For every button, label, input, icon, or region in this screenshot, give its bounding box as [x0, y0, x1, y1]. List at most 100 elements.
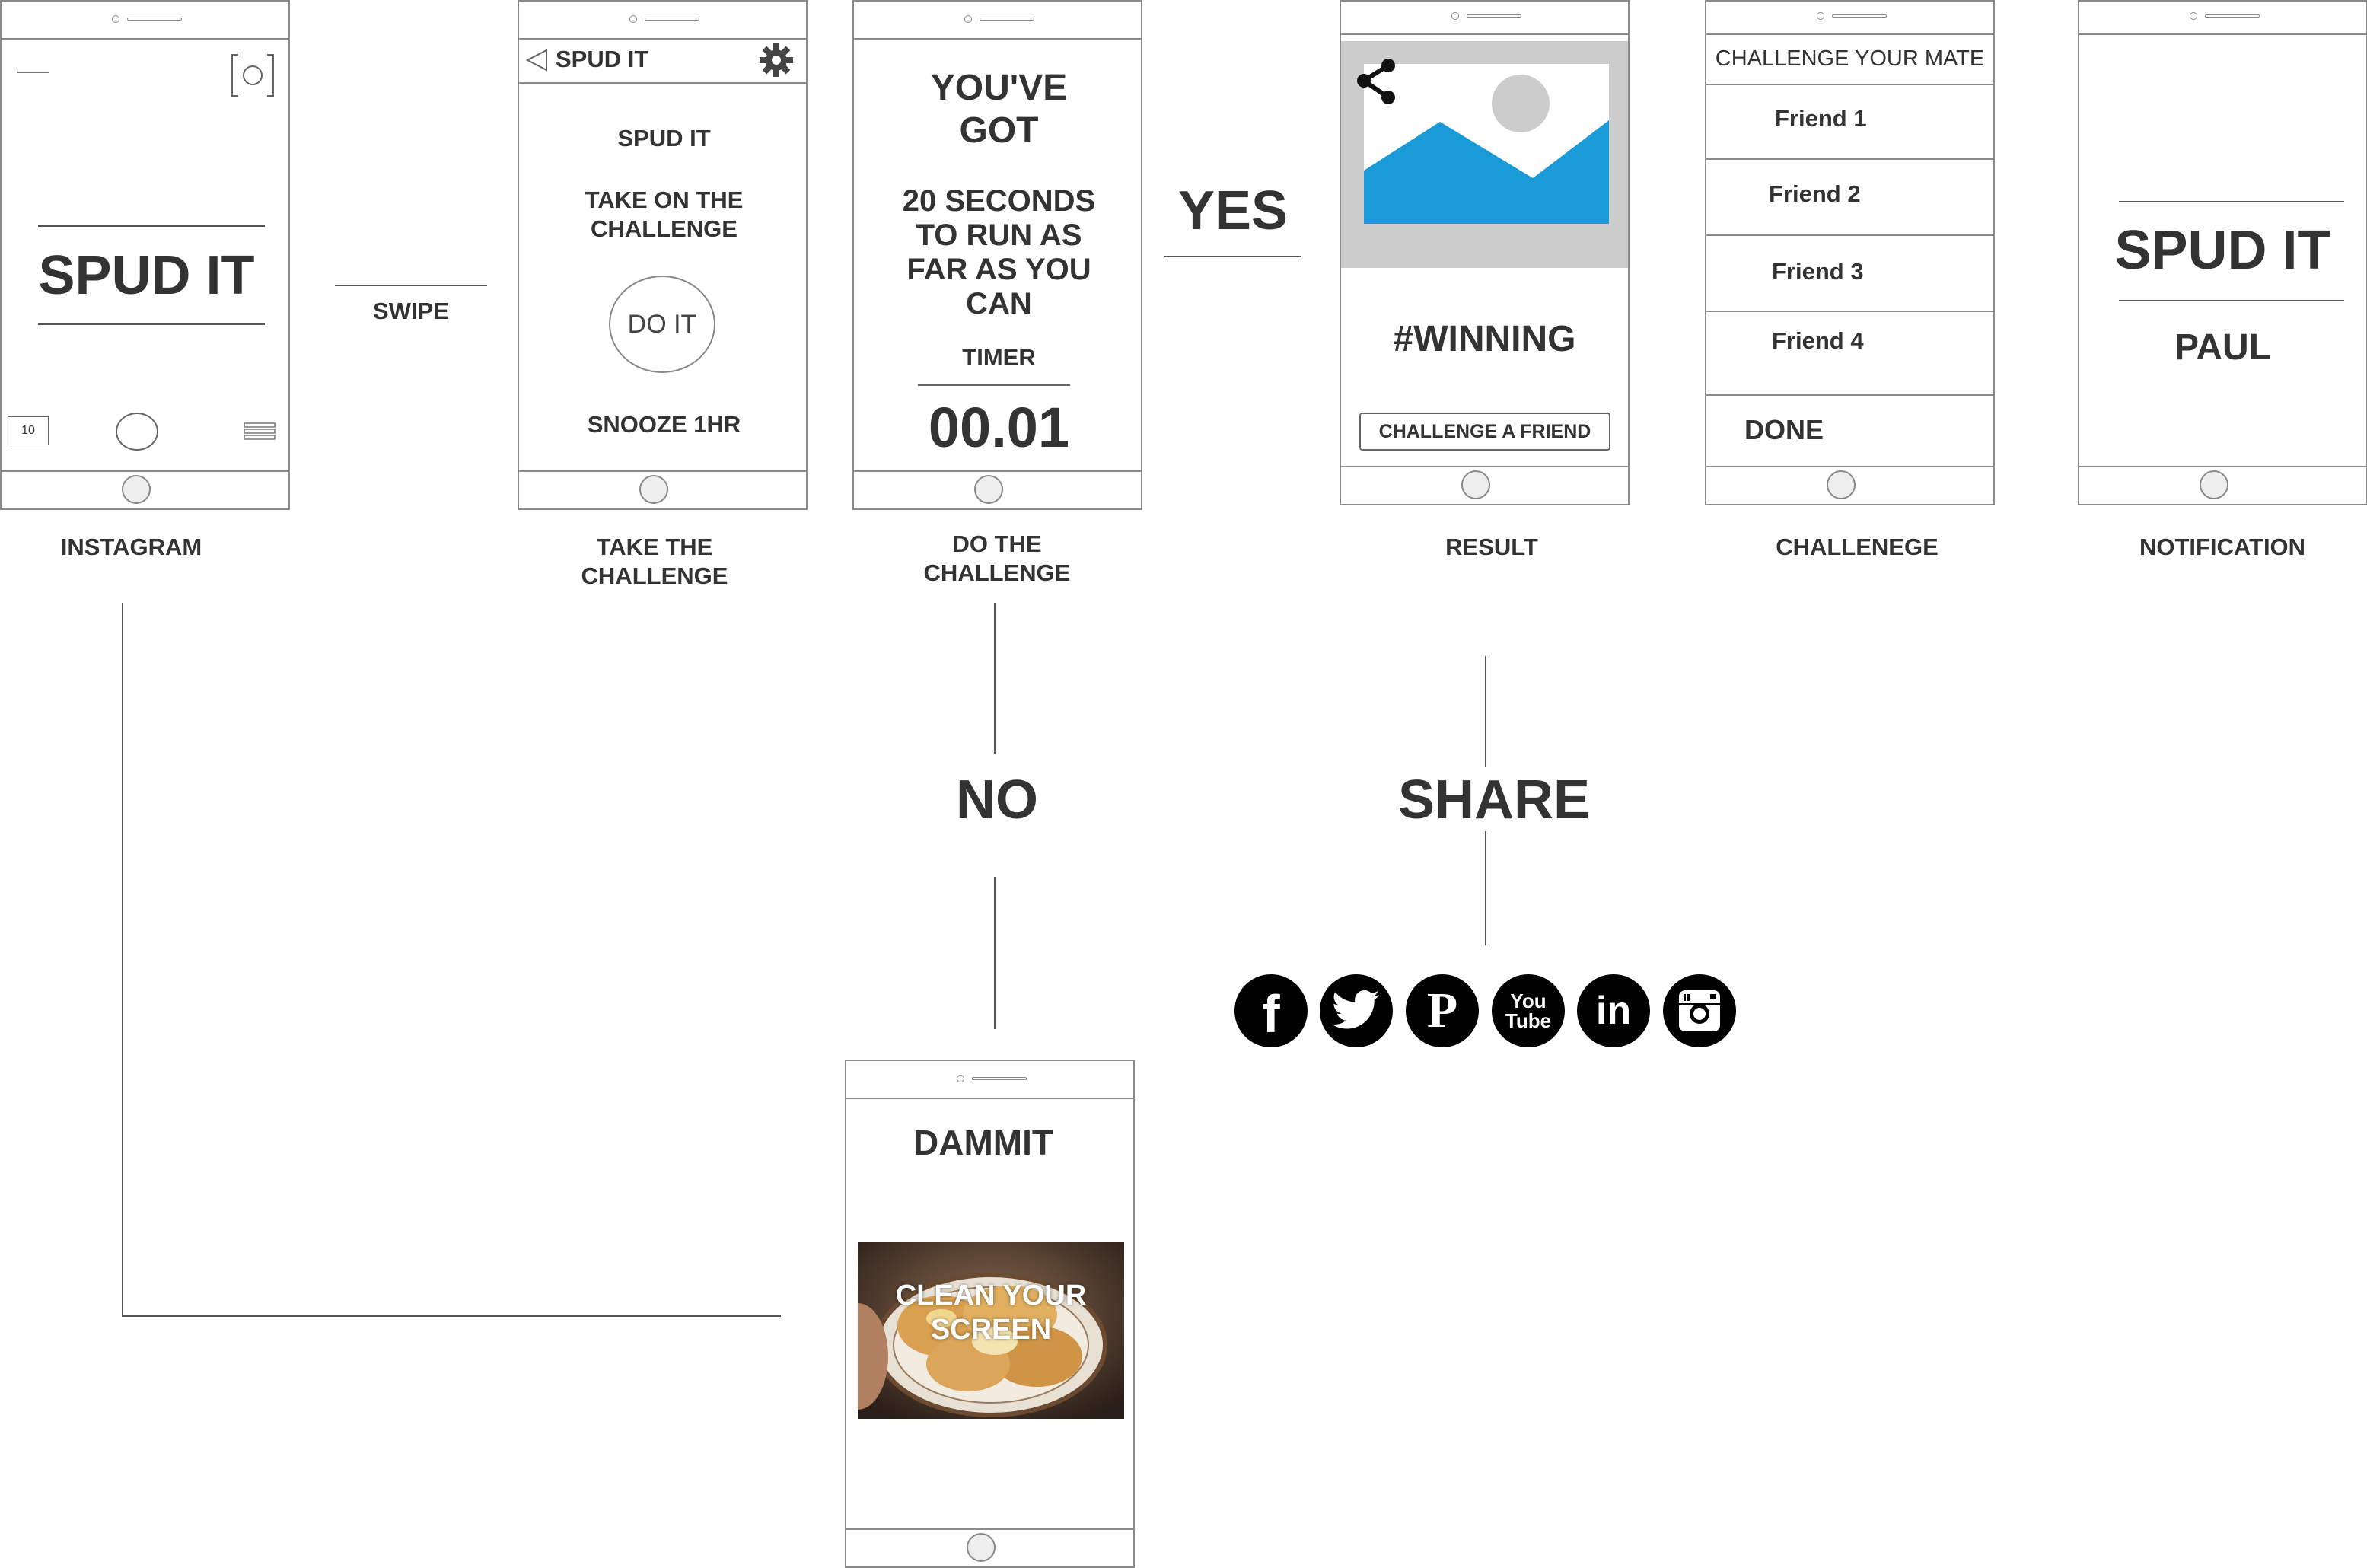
- hamburger-icon[interactable]: [244, 422, 276, 441]
- flow-line-to-fail: [122, 1315, 781, 1317]
- phone-top-bar: [1706, 2, 1993, 35]
- challenge-headline: YOU'VE GOT: [930, 68, 1068, 151]
- friend-name: Friend 1: [1775, 105, 1867, 132]
- flow-line-no-bottom: [994, 877, 996, 1029]
- youtube-icon[interactable]: You Tube: [1492, 974, 1565, 1047]
- result-hashtag: #WINNING: [1393, 319, 1576, 359]
- caption-instagram: INSTAGRAM: [60, 534, 202, 560]
- shutter-button[interactable]: [116, 413, 158, 451]
- phone-top-bar: [1341, 2, 1628, 35]
- snooze-link[interactable]: SNOOZE 1HR: [587, 411, 741, 438]
- count-badge[interactable]: 10: [8, 416, 49, 445]
- phone-bottom-bar: [1341, 466, 1628, 504]
- instagram-camera-shape: [1679, 990, 1720, 1031]
- linkedin-glyph: in: [1595, 989, 1632, 1033]
- notification-phone: SPUD IT PAUL: [2078, 0, 2367, 505]
- home-button[interactable]: [1461, 470, 1490, 499]
- result-image: [1364, 64, 1609, 224]
- swipe-label: SWIPE: [373, 298, 449, 324]
- phone-bottom-bar: [846, 1528, 1133, 1566]
- do-challenge-phone: YOU'VE GOT 20 SECONDS TO RUN AS FAR AS Y…: [852, 0, 1142, 510]
- challenge-task: 20 SECONDS TO RUN AS FAR AS YOU CAN: [902, 184, 1096, 320]
- fail-phone: DAMMIT CLEAN YOUR SCREEN: [845, 1060, 1135, 1568]
- title-rule-bottom: [2119, 300, 2344, 301]
- notification-name: PAUL: [2174, 327, 2272, 368]
- flow-line-no-top: [994, 603, 996, 754]
- phone-bottom-bar: [2079, 466, 2366, 504]
- phone-top-bar: [2, 2, 288, 40]
- app-header-bar: SPUD IT: [519, 38, 806, 84]
- phone-bottom-bar: [2, 470, 288, 508]
- phone-speaker: [2205, 14, 2260, 18]
- phone-speaker: [972, 1077, 1027, 1080]
- fail-overlay-text: CLEAN YOUR SCREEN: [895, 1280, 1087, 1346]
- phone-camera: [629, 15, 637, 23]
- phone-speaker: [127, 18, 182, 21]
- phone-speaker: [645, 18, 699, 21]
- linkedin-icon[interactable]: in: [1577, 974, 1650, 1047]
- youtube-glyph-bottom: Tube: [1505, 1009, 1552, 1032]
- phone-camera: [2190, 12, 2197, 20]
- share-label: SHARE: [1397, 770, 1591, 830]
- yes-line: [1164, 256, 1301, 257]
- home-button[interactable]: [122, 475, 151, 504]
- pinterest-icon[interactable]: P: [1406, 974, 1479, 1047]
- camera-frame-icon[interactable]: [231, 53, 275, 97]
- phone-camera: [957, 1075, 964, 1082]
- phone-top-bar: [2079, 2, 2366, 35]
- instagram-icon[interactable]: [1663, 974, 1736, 1047]
- timer-label: TIMER: [962, 344, 1036, 371]
- phone-speaker: [1467, 14, 1521, 18]
- caption-challenge: CHALLENEGE: [1776, 534, 1939, 560]
- challenge-subtitle: TAKE ON THE CHALLENGE: [585, 186, 744, 242]
- friend-row[interactable]: Friend 4: [1706, 312, 1993, 396]
- friend-row[interactable]: Friend 2: [1706, 160, 1993, 236]
- phone-top-bar: [846, 1061, 1133, 1099]
- phone-speaker: [1832, 14, 1887, 18]
- no-label: NO: [956, 770, 1038, 830]
- share-icon[interactable]: [1353, 58, 1400, 105]
- phone-bottom-bar: [854, 470, 1141, 508]
- challenge-header-text: CHALLENGE YOUR MATE: [1715, 46, 1985, 71]
- caption-do-challenge: DO THE CHALLENGE: [923, 531, 1071, 586]
- home-button[interactable]: [2200, 470, 2228, 499]
- instagram-phone: SPUD IT 10: [0, 0, 290, 510]
- phone-camera: [1817, 12, 1824, 20]
- take-challenge-phone: SPUD IT SPUD IT TAKE ON THE CHALLENGE DO…: [518, 0, 808, 510]
- twitter-icon[interactable]: [1320, 974, 1393, 1047]
- challenge-phone: CHALLENGE YOUR MATE Friend 1 Friend 2 Fr…: [1705, 0, 1995, 505]
- friend-row[interactable]: Friend 3: [1706, 236, 1993, 312]
- pinterest-glyph: P: [1426, 983, 1458, 1038]
- phone-camera: [112, 15, 119, 23]
- gear-icon[interactable]: [759, 43, 794, 78]
- home-button[interactable]: [974, 475, 1003, 504]
- notification-title: SPUD IT: [2114, 220, 2331, 281]
- phone-top-bar: [854, 2, 1141, 40]
- flow-line-instagram-down: [122, 603, 123, 1317]
- title-rule-top: [38, 225, 265, 227]
- header-title: SPUD IT: [556, 46, 649, 72]
- friend-name: Friend 2: [1769, 180, 1861, 207]
- do-it-button[interactable]: DO IT: [609, 276, 715, 373]
- fail-photo: CLEAN YOUR SCREEN: [858, 1242, 1124, 1419]
- menu-dash-icon[interactable]: [17, 72, 49, 73]
- app-title: SPUD IT: [38, 245, 255, 306]
- swipe-line: [335, 285, 487, 286]
- home-button[interactable]: [639, 475, 668, 504]
- phone-camera: [1451, 12, 1459, 20]
- challenge-a-friend-button[interactable]: CHALLENGE A FRIEND: [1359, 413, 1610, 451]
- back-arrow-icon[interactable]: [525, 49, 548, 72]
- youtube-glyph-top: You: [1510, 990, 1547, 1012]
- done-button[interactable]: DONE: [1744, 414, 1824, 445]
- phone-camera: [964, 15, 972, 23]
- facebook-icon[interactable]: f: [1234, 974, 1308, 1047]
- screen-title: SPUD IT: [617, 125, 711, 151]
- home-button[interactable]: [1827, 470, 1856, 499]
- home-button[interactable]: [967, 1533, 996, 1562]
- challenge-header: CHALLENGE YOUR MATE: [1706, 33, 1993, 85]
- caption-take-challenge: TAKE THE CHALLENGE: [581, 534, 728, 589]
- friend-row[interactable]: Friend 1: [1706, 85, 1993, 160]
- phone-top-bar: [519, 2, 806, 40]
- fail-title: DAMMIT: [913, 1123, 1053, 1162]
- timer-rule: [918, 384, 1070, 386]
